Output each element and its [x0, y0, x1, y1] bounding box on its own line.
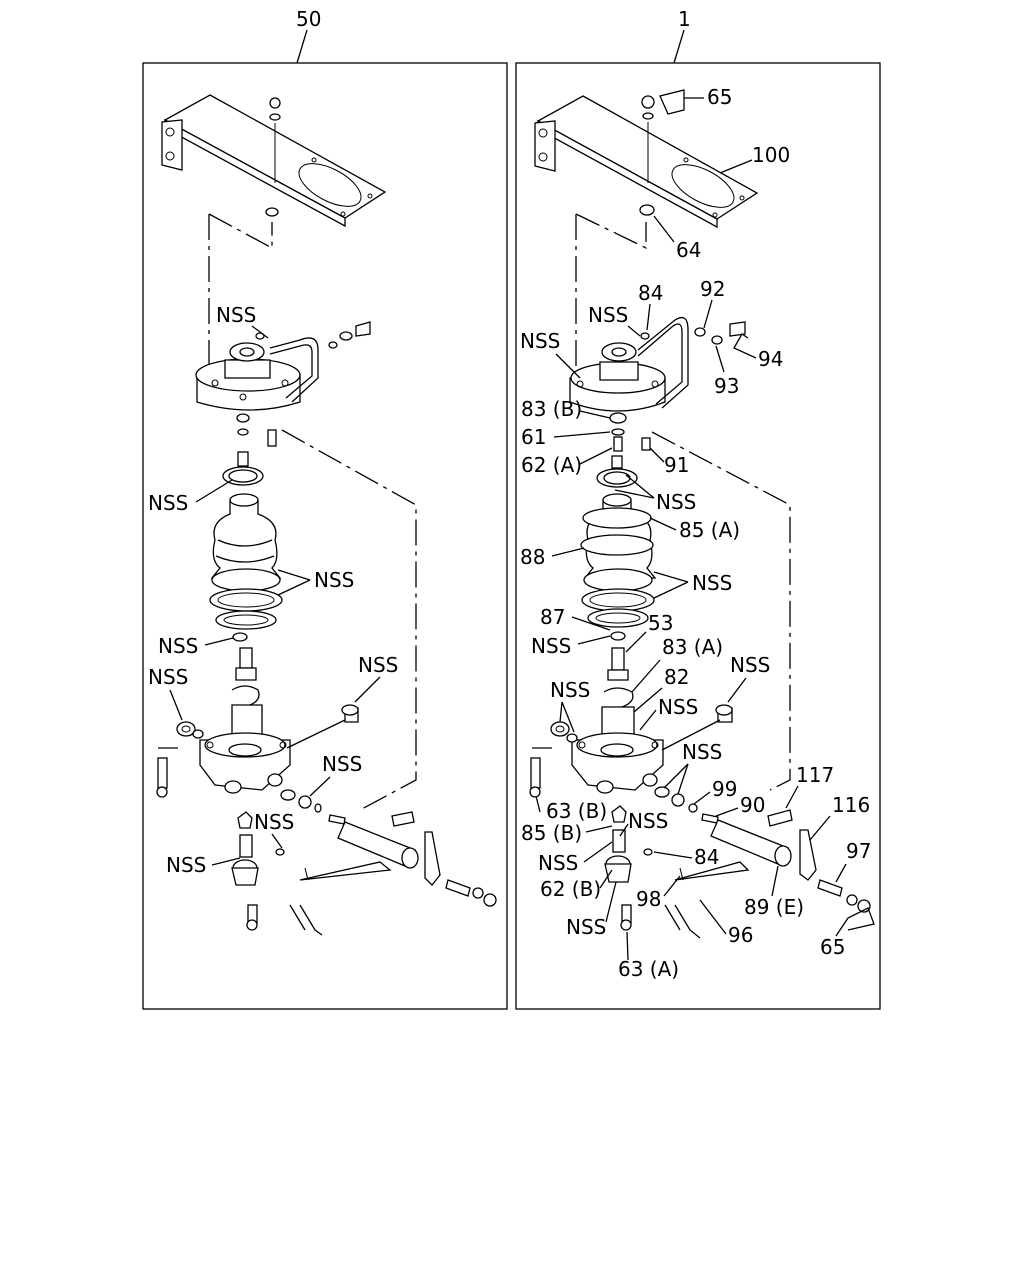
label-part-84: 84	[638, 281, 663, 305]
label-part-96: 96	[728, 923, 753, 947]
right-callouts: 65 100 64 84 92 NSS NSS 94 93 83 (B) 61 …	[520, 85, 875, 981]
label-nss: NSS	[538, 851, 578, 875]
left-assembly-drawing	[156, 94, 497, 936]
label-nss: NSS	[588, 303, 628, 327]
bellows-left	[209, 493, 283, 642]
label-part-91: 91	[664, 453, 689, 477]
label-part-83b: 83 (B)	[521, 397, 582, 421]
label-part-84: 84	[694, 845, 719, 869]
label-part-98: 98	[636, 887, 661, 911]
label-nss: NSS	[566, 915, 606, 939]
lower-housing-right	[529, 704, 733, 798]
lower-valve-left	[231, 811, 285, 931]
label-nss: NSS	[682, 740, 722, 764]
label-nss: NSS	[314, 568, 354, 592]
label-part-94: 94	[758, 347, 783, 371]
seal-ring-left	[222, 451, 264, 486]
label-part-64: 64	[676, 238, 701, 262]
label-nss: NSS	[358, 653, 398, 677]
label-part-97: 97	[846, 839, 871, 863]
panel-number-right: 1	[678, 7, 691, 31]
label-part-61: 61	[521, 425, 546, 449]
label-part-116: 116	[832, 793, 870, 817]
label-nss: NSS	[550, 678, 590, 702]
shaft-lever-left	[289, 811, 497, 936]
label-part-83a: 83 (A)	[662, 635, 723, 659]
bellows-right	[580, 493, 657, 641]
label-part-93: 93	[714, 374, 739, 398]
stem-right	[603, 647, 634, 708]
seal-ring-right	[596, 455, 638, 488]
label-nss: NSS	[658, 695, 698, 719]
label-part-89e: 89 (E)	[744, 895, 804, 919]
label-nss: NSS	[322, 752, 362, 776]
label-part-100: 100	[752, 143, 790, 167]
label-part-63a: 63 (A)	[618, 957, 679, 981]
label-nss: NSS	[158, 634, 198, 658]
label-part-117: 117	[796, 763, 834, 787]
label-part-85a: 85 (A)	[679, 518, 740, 542]
panel-frame-left	[142, 62, 508, 1010]
label-nss: NSS	[520, 329, 560, 353]
label-part-62a: 62 (A)	[521, 453, 582, 477]
label-part-63b: 63 (B)	[546, 799, 607, 823]
label-part-53: 53	[648, 611, 673, 635]
valve-top-body-right	[569, 316, 746, 452]
label-nss: NSS	[148, 491, 188, 515]
label-part-65: 65	[707, 85, 732, 109]
label-nss: NSS	[628, 809, 668, 833]
shaft-lever-right	[664, 809, 871, 939]
mounting-bracket-left	[161, 94, 387, 228]
stem-left	[231, 647, 260, 706]
label-part-85b: 85 (B)	[521, 821, 582, 845]
label-part-62b: 62 (B)	[540, 877, 601, 901]
label-nss: NSS	[730, 653, 770, 677]
label-nss: NSS	[656, 490, 696, 514]
valve-top-body-left	[195, 321, 371, 447]
panel-number-left: 50	[296, 7, 321, 31]
label-part-82: 82	[664, 665, 689, 689]
label-nss: NSS	[692, 571, 732, 595]
label-nss: NSS	[216, 303, 256, 327]
label-part-90: 90	[740, 793, 765, 817]
label-part-99: 99	[712, 777, 737, 801]
mounting-bracket-right	[534, 95, 759, 229]
label-nss: NSS	[531, 634, 571, 658]
lower-housing-left	[156, 704, 359, 798]
label-nss: NSS	[166, 853, 206, 877]
label-nss: NSS	[148, 665, 188, 689]
right-assembly-drawing	[529, 95, 871, 939]
label-part-65: 65	[820, 935, 845, 959]
left-callouts: NSS NSS NSS NSS NSS NSS NSS NSS NSS	[148, 303, 398, 877]
label-part-88: 88	[520, 545, 545, 569]
label-part-87: 87	[540, 605, 565, 629]
panel-frame-right	[515, 62, 881, 1010]
label-part-92: 92	[700, 277, 725, 301]
lower-valve-right	[604, 805, 653, 931]
label-nss: NSS	[254, 810, 294, 834]
